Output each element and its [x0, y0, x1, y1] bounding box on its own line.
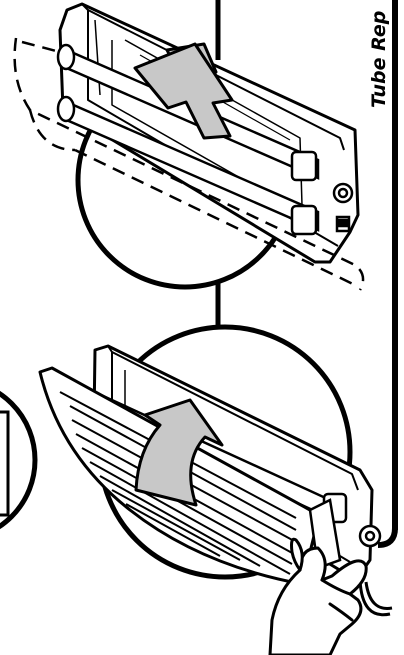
- hand-icon: [268, 537, 368, 655]
- upper-tube-2: [56, 95, 320, 236]
- upper-side-controls: [332, 182, 354, 233]
- frame-right: [377, 0, 398, 548]
- title-label: Tube Rep: [368, 11, 390, 108]
- power-cord: [358, 579, 393, 617]
- curved-up-arrow-icon: [134, 398, 224, 507]
- lift-up-arrow-icon: [133, 42, 234, 140]
- removed-cover-dashed-outline: [13, 37, 365, 291]
- left-partial-circle: [0, 390, 38, 530]
